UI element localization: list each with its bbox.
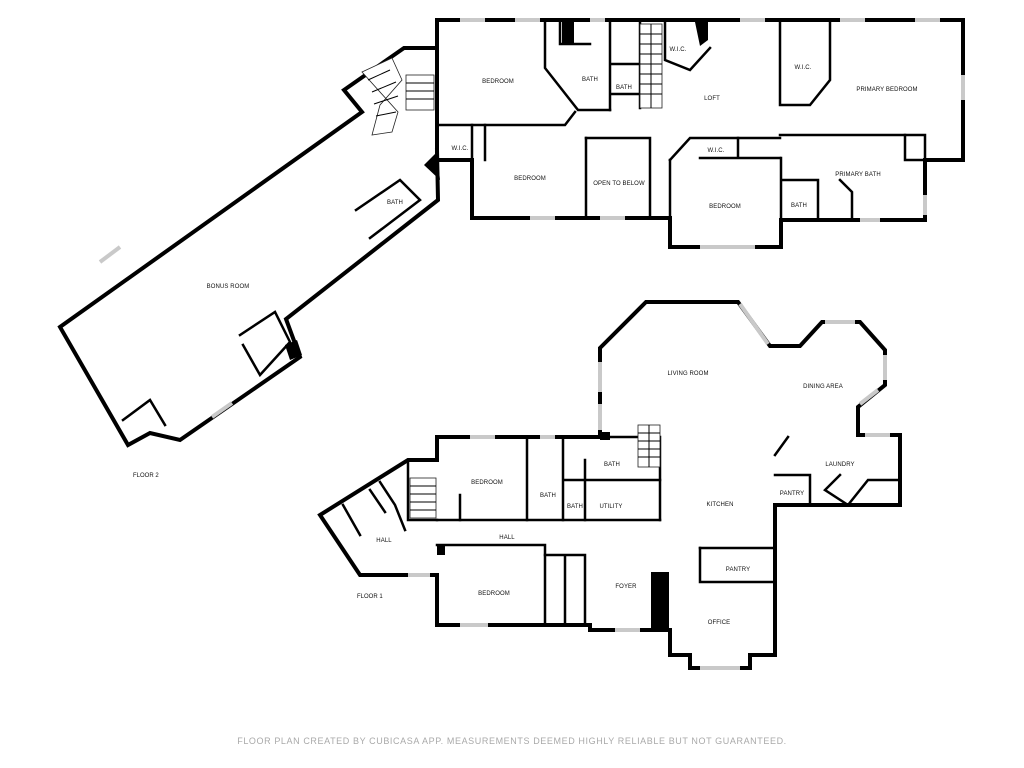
label-hall-west: HALL	[376, 538, 392, 544]
label-bonus-room: BONUS ROOM	[207, 284, 250, 290]
label-dining-area: DINING AREA	[803, 384, 843, 390]
label-bath-n: BATH	[582, 77, 598, 83]
loft-stairs	[639, 23, 663, 109]
label-laundry: LAUNDRY	[825, 462, 854, 468]
label-bath-c: BATH	[567, 504, 583, 510]
floor-2-interior-walls	[121, 20, 927, 427]
fireplace-block	[651, 572, 669, 630]
label-bath-b: BATH	[540, 493, 556, 499]
label-primary-bath: PRIMARY BATH	[835, 172, 881, 178]
floor-1-interior-walls	[341, 435, 902, 627]
label-loft: LOFT	[704, 96, 720, 102]
label-office: OFFICE	[708, 620, 731, 626]
hall-stairs	[409, 477, 437, 519]
label-bath-small: BATH	[616, 85, 632, 91]
label-wic-loft: W.I.C.	[670, 47, 687, 53]
label-bedroom-nw: BEDROOM	[482, 79, 514, 85]
label-hall-center: HALL	[499, 535, 515, 541]
disclaimer-footer: FLOOR PLAN CREATED BY CUBICASA APP. MEAS…	[237, 736, 787, 746]
wall-block	[285, 340, 302, 360]
label-living-room: LIVING ROOM	[667, 371, 708, 377]
bonus-wing-wall	[57, 46, 441, 448]
label-kitchen: KITCHEN	[706, 502, 733, 508]
label-bath-bonus: BATH	[387, 200, 403, 206]
label-pantry-east: PANTRY	[780, 491, 804, 497]
chimney-block	[562, 22, 574, 44]
label-primary-bedroom: PRIMARY BEDROOM	[856, 87, 917, 93]
label-wic-center: W.I.C.	[708, 148, 725, 154]
label-bedroom-n: BEDROOM	[471, 480, 503, 486]
label-bath-east: BATH	[791, 203, 807, 209]
label-bedroom-center: BEDROOM	[709, 204, 741, 210]
label-utility: UTILITY	[599, 504, 622, 510]
label-pantry-kitchen: PANTRY	[726, 567, 750, 573]
floor-1-plan	[317, 300, 902, 670]
label-bedroom-mid: BEDROOM	[514, 176, 546, 182]
label-wic-west: W.I.C.	[452, 146, 469, 152]
main-stairs	[637, 424, 661, 468]
wall-block	[600, 432, 610, 440]
floor-1-windows	[408, 302, 890, 670]
label-wic-primary: W.I.C.	[795, 65, 812, 71]
floor-2-label: FLOOR 2	[133, 473, 159, 479]
floor-1-label: FLOOR 1	[357, 594, 383, 600]
floor-2-exterior-wall	[435, 18, 965, 249]
label-foyer: FOYER	[615, 584, 637, 590]
floor-2-windows	[98, 18, 965, 419]
wall-block	[437, 545, 445, 555]
wall-block	[695, 22, 708, 46]
label-bath-a: BATH	[604, 462, 620, 468]
wall-block	[424, 152, 440, 180]
bonus-stairs	[361, 57, 435, 136]
floor-2-plan	[57, 18, 965, 448]
label-bedroom-s: BEDROOM	[478, 591, 510, 597]
label-open-to-below: OPEN TO BELOW	[593, 181, 645, 187]
